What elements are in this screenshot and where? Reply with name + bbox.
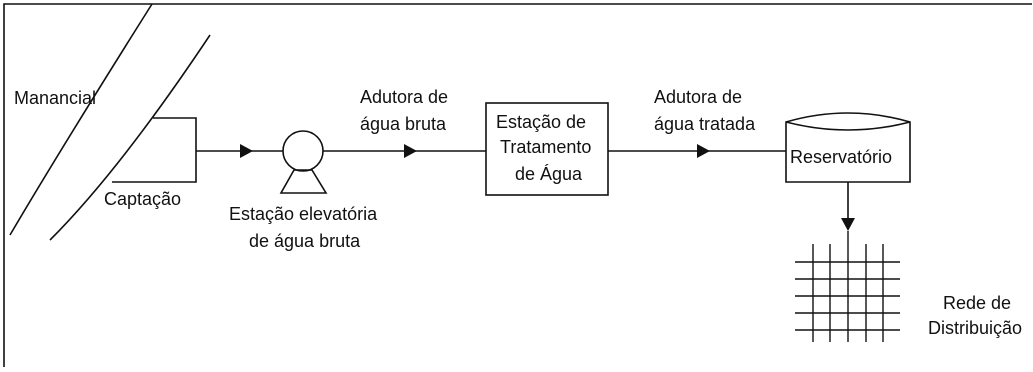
eta-label-line2: Tratamento [500, 137, 591, 157]
rede-label-line2: Distribuição [928, 318, 1022, 338]
captacao-structure [112, 117, 197, 183]
adutora-bruta-label-line2: água bruta [360, 114, 447, 134]
adutora-bruta-label-line1: Adutora de [360, 87, 448, 107]
captacao-label: Captação [104, 189, 181, 209]
reservatorio-label: Reservatório [790, 147, 892, 167]
eta-label-line1: Estação de [496, 112, 586, 132]
pump-base [279, 169, 328, 194]
elevatoria-label-line1: Estação elevatória [229, 204, 378, 224]
pump-icon [282, 130, 324, 172]
flow-arrow-1 [240, 144, 253, 158]
reservatorio-lid [785, 121, 911, 131]
reservatorio-tank [785, 112, 911, 183]
flow-arrow-4 [841, 218, 855, 231]
adutora-tratada-label-line2: água tratada [654, 114, 756, 134]
manancial-label: Manancial [14, 88, 96, 108]
rede-label-line1: Rede de [943, 293, 1011, 313]
river-bank-left [9, 3, 153, 236]
distribution-grid [795, 231, 900, 342]
flow-arrow-2 [404, 144, 417, 158]
eta-label-line3: de Água [515, 164, 583, 184]
elevatoria-label-line2: de água bruta [249, 231, 361, 251]
flow-arrow-3 [697, 144, 710, 158]
diagram-frame [3, 3, 1032, 367]
eta-box [485, 102, 609, 196]
river-bank-right [49, 34, 211, 241]
adutora-tratada-label-line1: Adutora de [654, 87, 742, 107]
